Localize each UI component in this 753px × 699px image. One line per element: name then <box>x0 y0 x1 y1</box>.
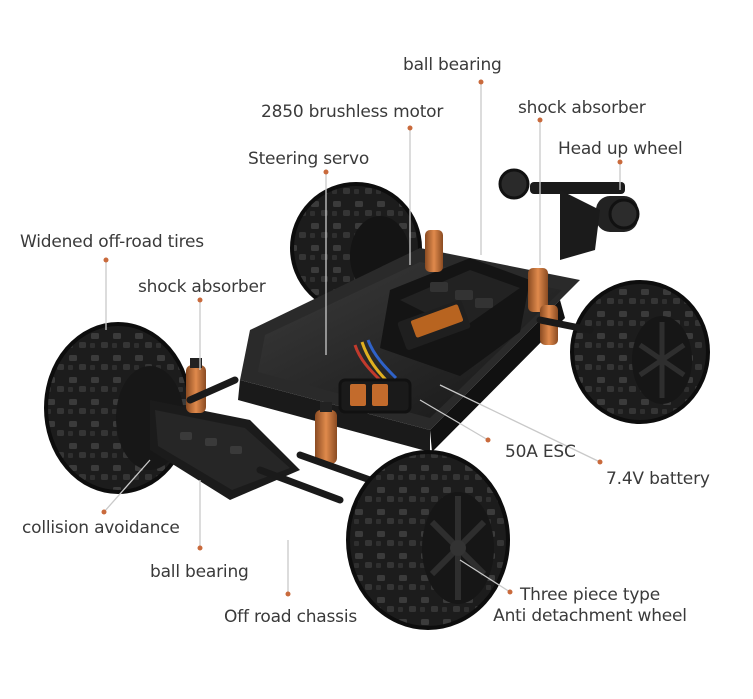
shock-absorbers <box>186 230 558 464</box>
label-off-road-chassis: Off road chassis <box>224 607 358 627</box>
label-brushless-motor: 2850 brushless motor <box>261 102 444 122</box>
front-right-tire <box>346 450 510 630</box>
label-shock-absorber-right: shock absorber <box>518 98 646 118</box>
battery-box <box>380 258 530 376</box>
front-bumper <box>150 400 300 500</box>
rear-bumper <box>498 168 640 260</box>
label-collision-avoidance: collision avoidance <box>22 518 180 538</box>
label-battery: 7.4V battery <box>606 469 710 489</box>
label-ball-bearing-bottom: ball bearing <box>150 562 249 582</box>
label-three-piece-line1: Three piece type <box>519 585 661 605</box>
rear-right-tire <box>570 280 710 424</box>
callout-lines <box>103 82 621 594</box>
label-shock-absorber-left: shock absorber <box>138 277 266 297</box>
label-ball-bearing-top: ball bearing <box>403 55 502 75</box>
label-head-up-wheel: Head up wheel <box>558 139 683 159</box>
label-esc: 50A ESC <box>505 442 576 462</box>
label-three-piece-line2: Anti detachment wheel <box>493 606 687 626</box>
label-steering-servo: Steering servo <box>248 149 370 169</box>
esc-wires <box>338 339 412 414</box>
label-widened-tires: Widened off-road tires <box>20 232 204 252</box>
suspension-arms <box>186 316 594 504</box>
callout-dots <box>101 79 623 597</box>
